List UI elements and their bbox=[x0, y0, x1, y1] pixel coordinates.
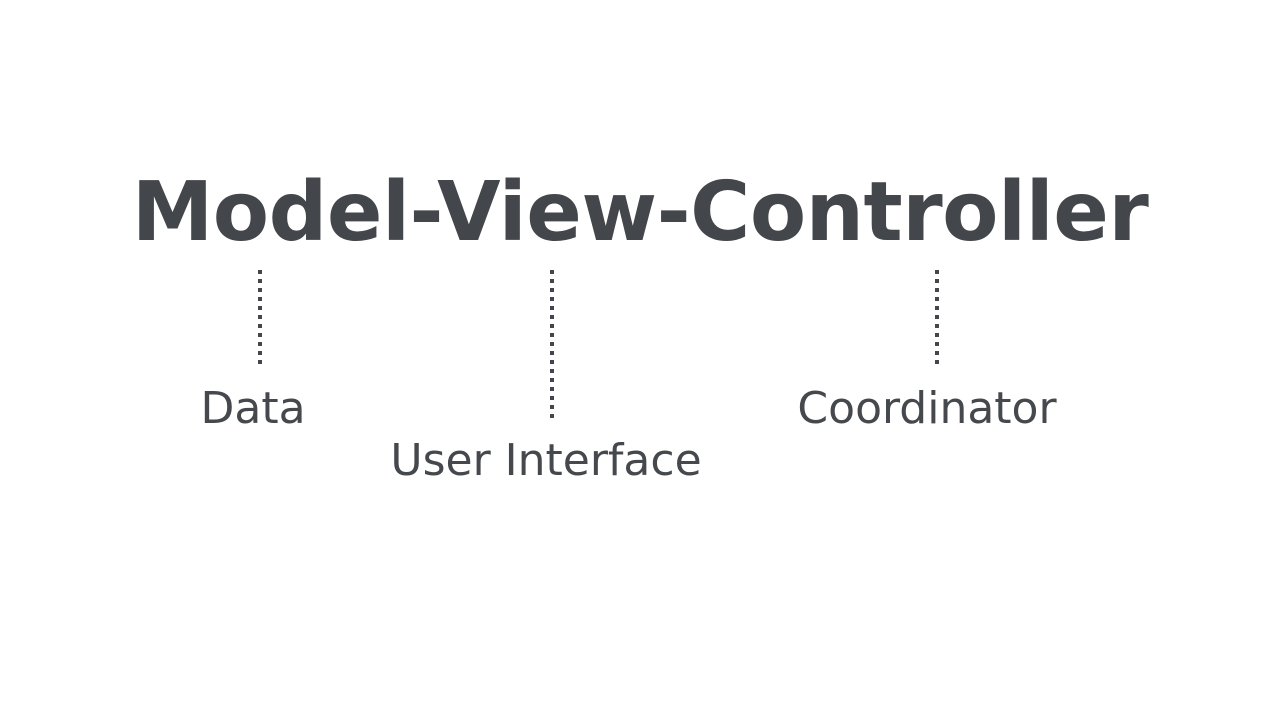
page-title: Model-View-Controller bbox=[131, 165, 1149, 260]
label-view-user-interface: User Interface bbox=[390, 435, 702, 486]
connector-line-controller bbox=[935, 270, 939, 366]
label-controller-coordinator: Coordinator bbox=[797, 383, 1057, 434]
connector-line-model bbox=[258, 270, 262, 366]
label-model-data: Data bbox=[200, 383, 306, 434]
connector-line-view bbox=[550, 270, 554, 419]
